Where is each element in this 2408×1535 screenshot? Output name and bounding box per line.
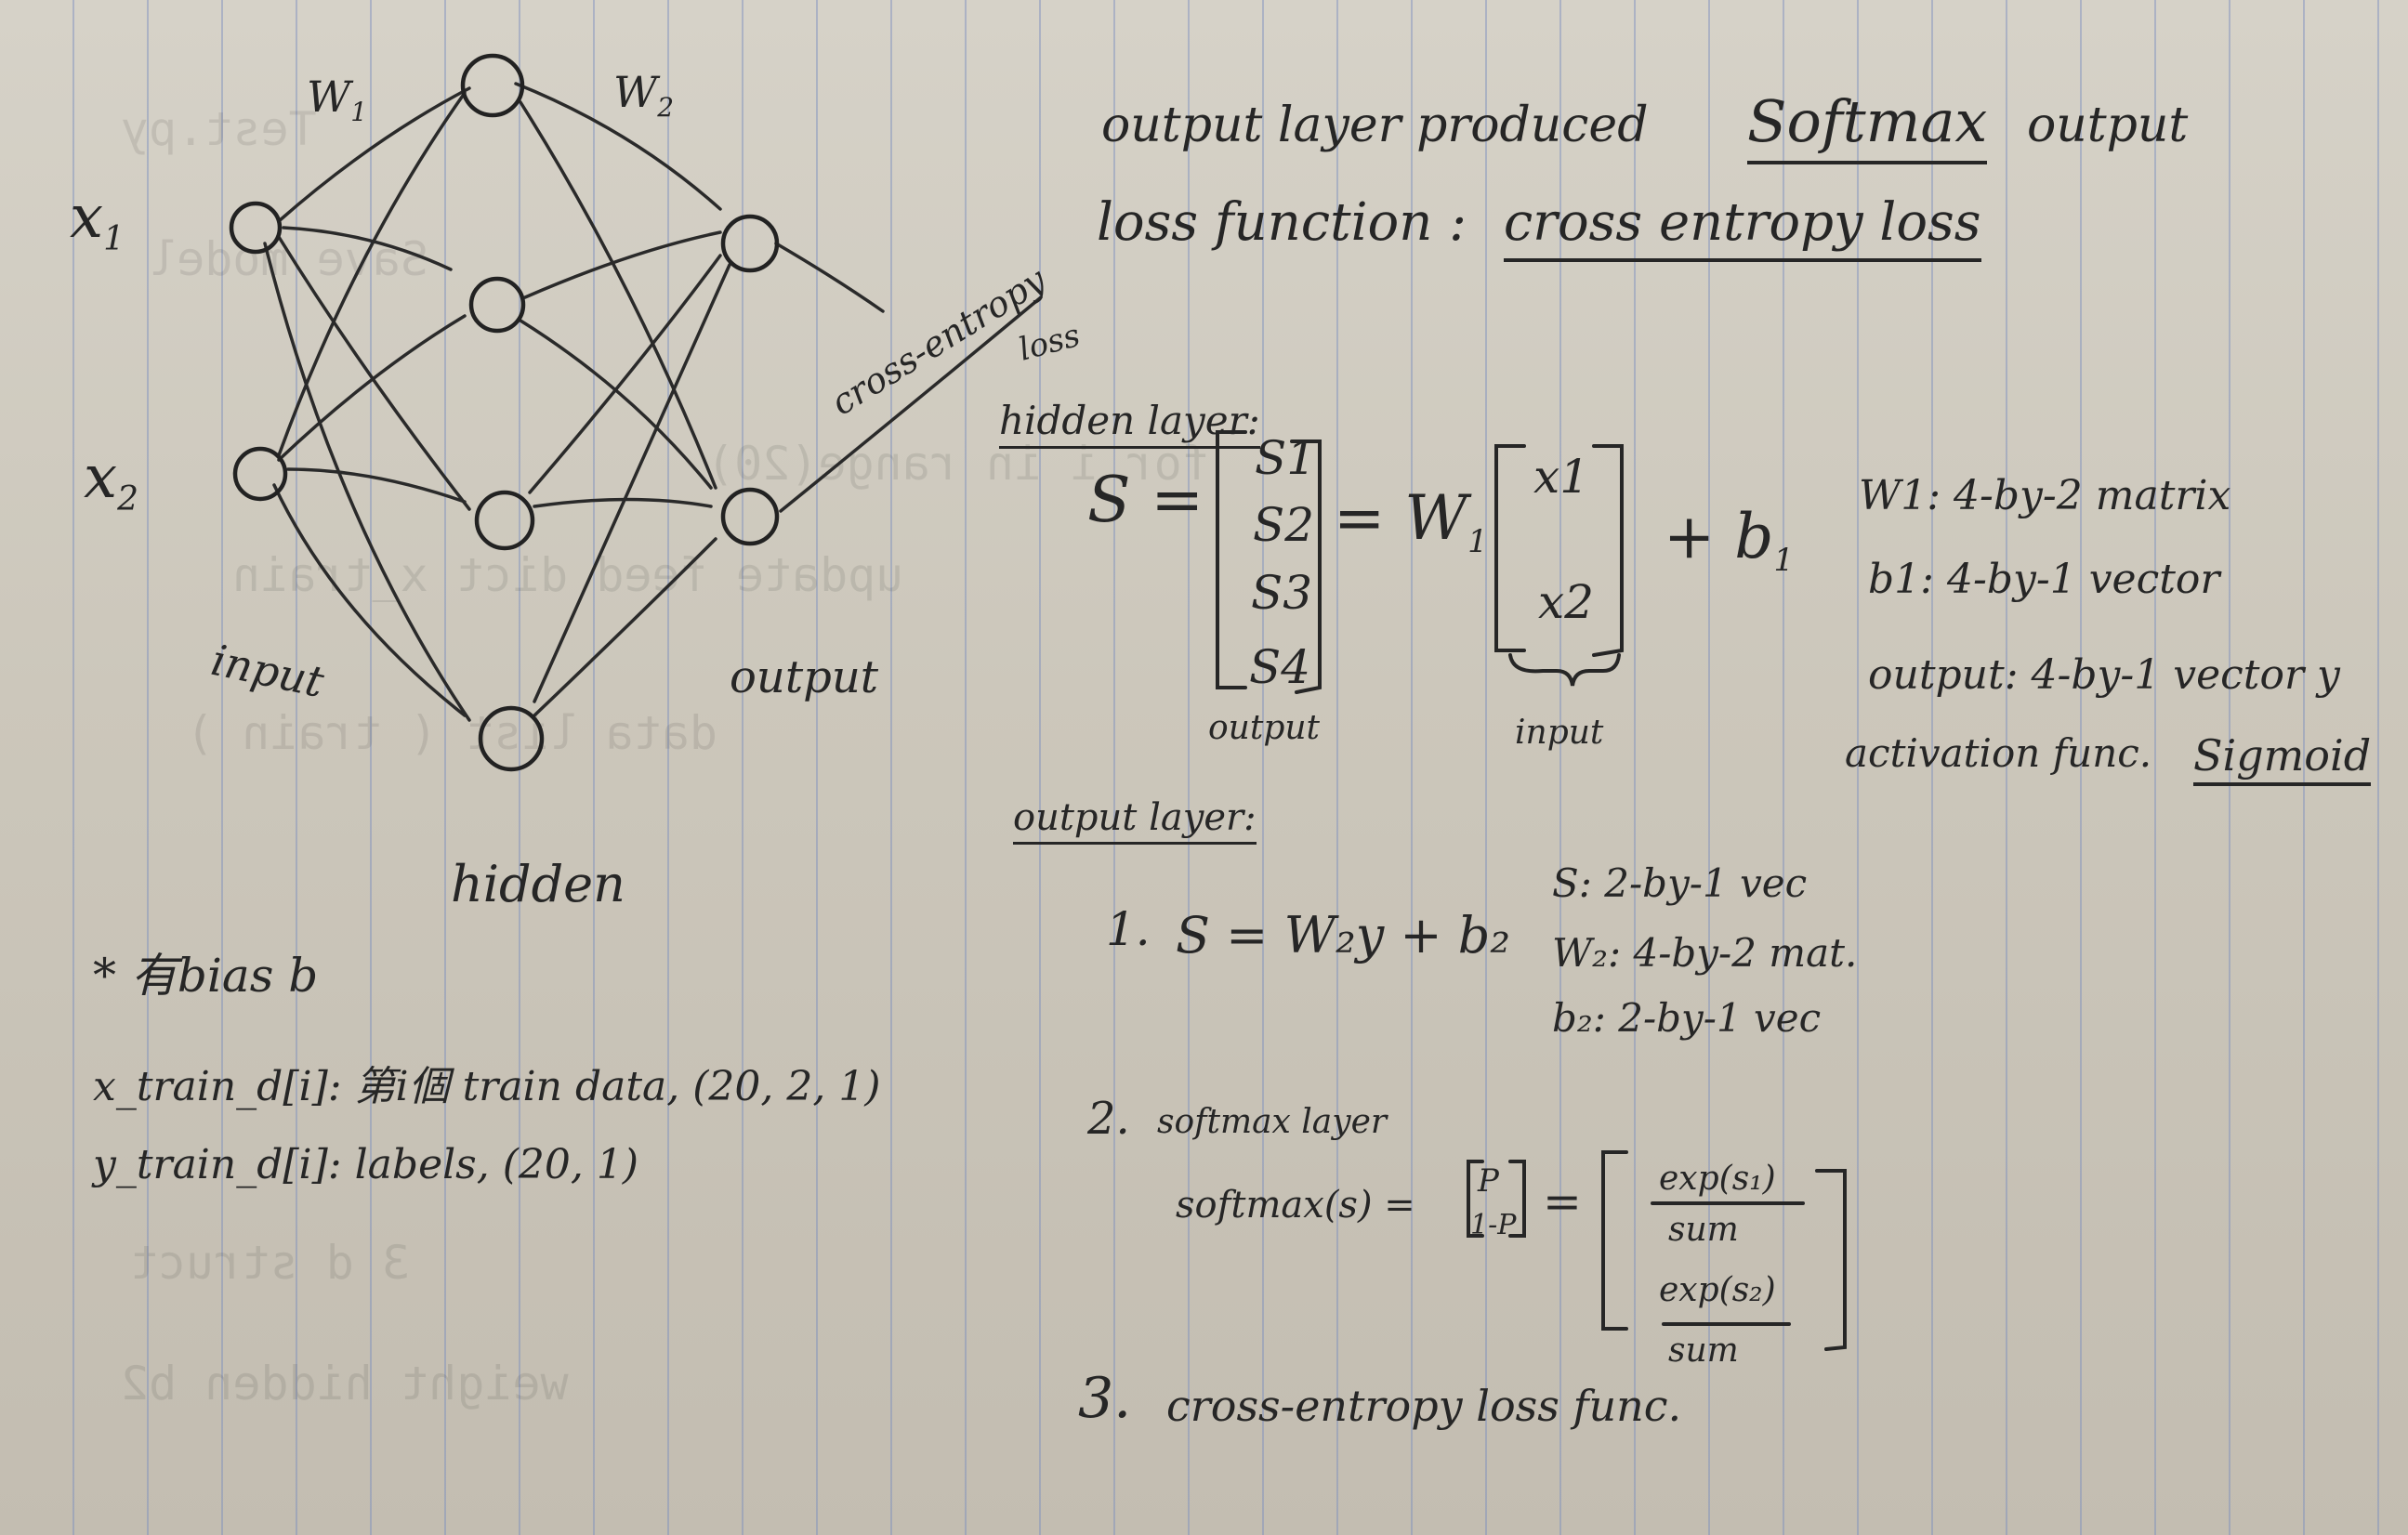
output-spec-w2: W₂: 4-by-2 mat. (1552, 930, 1858, 976)
hidden-spec-w1: W1: 4-by-2 matrix (1859, 472, 2231, 519)
x-entry-1: x1 (1533, 450, 1589, 504)
node-hidden-2 (468, 276, 526, 334)
hidden-eq-lhs: S = (1087, 464, 1204, 537)
node-hidden-3 (474, 490, 535, 551)
weight-w1-label: W1 (307, 72, 367, 127)
node-output-1 (720, 214, 780, 273)
note-softmax-emph: Softmax (1747, 87, 1988, 164)
hidden-spec-sigmoid: Sigmoid (2193, 734, 2372, 786)
softmax-frac1-num: exp(s₁) (1659, 1160, 1776, 1198)
note-output-tail: output (2026, 98, 2189, 153)
edge-x1-h4 (263, 242, 471, 722)
output-step3-number: 3. (1078, 1366, 1132, 1431)
node-hidden-1 (460, 53, 525, 118)
bias-note: * 有bias b (93, 949, 319, 1003)
output-step2-label: softmax layer (1157, 1103, 1388, 1141)
edge-o1-loss (774, 242, 885, 313)
hidden-eq-plus-b: + b1 (1664, 501, 1794, 579)
output-spec-s: S: 2-by-1 vec (1552, 860, 1808, 906)
edge-x1-h2 (282, 226, 453, 271)
hidden-layer-label: hidden (451, 855, 625, 913)
hidden-input-caption: input (1515, 714, 1604, 752)
edge-h1-o1 (514, 82, 722, 211)
s-entry-4: S4 (1249, 640, 1310, 694)
edge-h3-o1 (528, 254, 722, 494)
output-step1-number: 1. (1106, 902, 1151, 956)
weight-w2-label: W2 (613, 67, 674, 123)
softmax-p-top: P (1477, 1162, 1500, 1200)
note-output-layer-text: output layer produced (1101, 98, 1649, 153)
x-entry-2: x2 (1538, 575, 1594, 629)
edge-h4-o1 (533, 263, 731, 703)
node-input-2 (232, 446, 288, 502)
output-layer-label: output (730, 651, 879, 703)
hidden-output-caption: output (1208, 709, 1321, 747)
softmax-lhs: softmax(s) = (1176, 1184, 1415, 1227)
edge-x2-h2 (277, 314, 467, 462)
softmax-frac2-den: sum (1668, 1332, 1739, 1370)
input-x2-label: x2 (84, 443, 138, 518)
edge-h2-o1 (523, 230, 722, 299)
softmax-frac2-num: exp(s₂) (1659, 1271, 1776, 1309)
output-spec-b2: b₂: 2-by-1 vec (1552, 995, 1822, 1041)
softmax-p-bottom: 1-P (1470, 1209, 1517, 1241)
note-loss-function-text: loss function : (1097, 192, 1467, 253)
hidden-spec-output: output: 4-by-1 vector y (1868, 651, 2340, 699)
softmax-frac1-den: sum (1668, 1211, 1739, 1249)
edge-x2-h4 (272, 483, 467, 717)
s-entry-1: S1 (1255, 431, 1316, 485)
edge-x1-h1 (277, 86, 471, 223)
edge-h4-o2 (533, 537, 717, 717)
node-input-1 (229, 201, 283, 255)
input-x1-label: x1 (70, 183, 125, 258)
edge-h2-o2 (519, 319, 713, 490)
output-step2-number: 2. (1087, 1093, 1130, 1145)
edge-x2-h3 (286, 467, 467, 504)
edge-o2-loss (779, 295, 1043, 513)
output-step3-label: cross-entropy loss func. (1166, 1381, 1682, 1431)
hidden-eq-w: = W1 (1334, 482, 1488, 560)
hidden-spec-activation: activation func. (1845, 730, 2152, 776)
s-entry-2: S2 (1253, 498, 1314, 552)
node-output-2 (720, 487, 780, 546)
note-output-layer-line: output layer produced Softmax output (1101, 87, 2189, 164)
note-cross-entropy-emph: cross entropy loss (1503, 192, 1981, 262)
softmax-eq-sign: = (1543, 1174, 1582, 1228)
x-train-note: x_train_d[i]: 第i個 train data, (20, 2, 1) (93, 1063, 881, 1110)
note-loss-function-line: loss function : cross entropy loss (1097, 192, 1981, 262)
y-train-note: y_train_d[i]: labels, (20, 1) (93, 1141, 639, 1188)
edge-h3-o2 (533, 497, 713, 508)
edge-x1-h3 (277, 235, 471, 511)
node-hidden-4 (478, 705, 545, 772)
edge-h1-o2 (519, 100, 717, 490)
s-entry-3: S3 (1251, 566, 1312, 620)
hidden-spec-b1: b1: 4-by-1 vector (1868, 556, 2220, 603)
output-layer-heading: output layer: (1013, 799, 1257, 845)
output-step1-equation: S = W₂y + b₂ (1176, 906, 1511, 964)
edge-x2-h1 (277, 91, 467, 457)
